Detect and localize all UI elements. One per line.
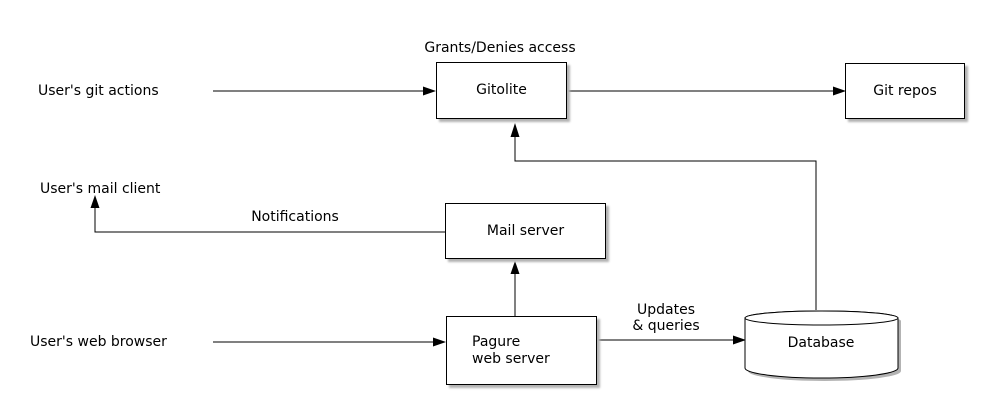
node-pagure-label-line1: Pagure bbox=[472, 333, 521, 350]
arrowhead-right-icon bbox=[423, 86, 436, 96]
label-updates-queries: Updates & queries bbox=[606, 302, 726, 334]
label-users-git-actions: User's git actions bbox=[38, 83, 159, 99]
node-git-repos-label: Git repos bbox=[873, 82, 937, 99]
database-cylinder bbox=[744, 310, 901, 382]
arrowhead-up-icon bbox=[90, 195, 100, 208]
edge-web-browser-to-pagure bbox=[213, 337, 446, 347]
arrowhead-right-icon bbox=[433, 337, 446, 347]
edge-pagure-to-mail-server bbox=[510, 261, 520, 316]
cylinder-top bbox=[744, 310, 899, 326]
node-pagure-label-line2: web server bbox=[472, 350, 550, 367]
label-updates-line1: Updates bbox=[637, 302, 695, 318]
arrowhead-right-icon bbox=[833, 86, 846, 96]
edge-gitolite-to-git-repos bbox=[567, 86, 846, 96]
arrowhead-right-icon bbox=[733, 335, 746, 345]
arrowhead-up-icon bbox=[510, 123, 520, 137]
node-pagure-label: Pagure web server bbox=[472, 334, 550, 368]
edge-git-actions-to-gitolite bbox=[213, 86, 436, 96]
arrowhead-up-icon bbox=[510, 261, 520, 274]
node-gitolite: Gitolite bbox=[436, 62, 567, 119]
edge-pagure-to-database bbox=[597, 335, 746, 345]
label-notifications: Notifications bbox=[251, 209, 339, 225]
node-mail-server: Mail server bbox=[445, 203, 606, 259]
label-updates-line2: & queries bbox=[632, 318, 700, 334]
node-database-label: Database bbox=[787, 335, 855, 351]
edge-database-to-gitolite bbox=[510, 123, 817, 310]
node-gitolite-label: Gitolite bbox=[476, 82, 527, 98]
label-users-web-browser: User's web browser bbox=[30, 334, 167, 350]
node-git-repos: Git repos bbox=[845, 63, 965, 119]
node-mail-server-label: Mail server bbox=[486, 222, 565, 239]
edge-mail-server-to-mail-client bbox=[90, 195, 445, 233]
label-grants-denies-access: Grants/Denies access bbox=[424, 40, 576, 56]
node-pagure-web-server: Pagure web server bbox=[446, 316, 597, 385]
label-users-mail-client: User's mail client bbox=[40, 181, 161, 197]
